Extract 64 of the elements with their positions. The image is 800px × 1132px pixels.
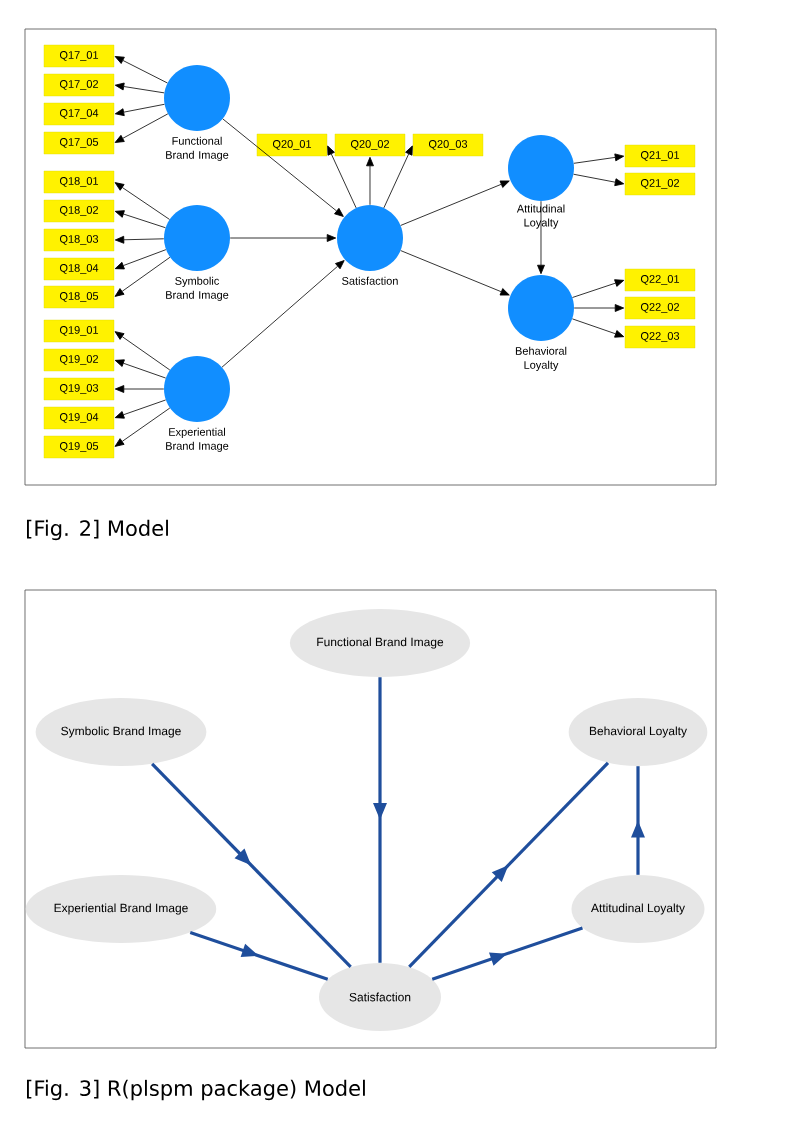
arrow (114, 249, 167, 270)
arrow (114, 82, 165, 94)
arrow (408, 761, 610, 969)
arrow (571, 318, 625, 338)
arrow (373, 677, 387, 963)
node-label: Attitudinal Loyalty (516, 204, 565, 229)
arrow (631, 766, 645, 875)
arrow (114, 235, 165, 244)
indicator-box: Q22_02 (624, 296, 696, 320)
indicator-box: Q19_01 (43, 319, 115, 343)
node-label: Behavioral Loyalty (515, 346, 567, 371)
arrow (573, 304, 625, 312)
indicator-box: Q17_02 (43, 73, 115, 97)
arrow (114, 359, 167, 379)
indicator-box: Q17_04 (43, 102, 115, 126)
arrow (400, 250, 510, 296)
arrow (151, 762, 352, 969)
arrow (114, 103, 165, 117)
indicator-box: Q18_04 (43, 257, 115, 281)
arrow (222, 118, 344, 217)
node-label: Experiential Brand Image (166, 427, 229, 452)
node-label: Satisfaction (342, 276, 398, 285)
arrow (114, 256, 171, 297)
indicator-box: Q18_03 (43, 228, 115, 252)
arrow (573, 153, 625, 164)
node-label: Functional Brand Image (166, 136, 229, 161)
arrow (366, 156, 374, 206)
figure-caption: [Fig. 3] R(plspm package) Model (27, 1079, 365, 1101)
figure-caption: [Fig. 2] Model (27, 519, 168, 541)
arrow (114, 56, 168, 84)
indicator-box: Q18_02 (43, 199, 115, 223)
arrow (114, 113, 169, 143)
indicator-box: Q20_02 (334, 133, 406, 157)
arrow (572, 279, 625, 298)
arrow (189, 931, 329, 981)
arrow (114, 407, 171, 447)
indicator-box: Q19_02 (43, 348, 115, 372)
arrow (400, 180, 510, 226)
indicator-box: Q18_01 (43, 170, 115, 194)
indicator-box: Q22_03 (624, 325, 696, 349)
arrow (383, 145, 413, 209)
arrow (229, 234, 337, 242)
indicator-box: Q17_01 (43, 44, 115, 68)
arrow (114, 385, 165, 393)
arrow (327, 145, 357, 209)
arrow (114, 331, 171, 371)
arrow (221, 260, 345, 368)
indicator-box: Q20_03 (412, 133, 484, 157)
indicator-box: Q21_01 (624, 144, 696, 168)
arrow (114, 210, 166, 229)
arrow (114, 399, 167, 419)
arrow (114, 182, 170, 220)
indicator-box: Q17_05 (43, 131, 115, 155)
arrow (431, 926, 583, 981)
indicator-box: Q20_01 (256, 133, 328, 157)
indicator-box: Q22_01 (624, 268, 696, 292)
indicator-box: Q21_02 (624, 172, 696, 196)
indicator-box: Q19_03 (43, 377, 115, 401)
node-label: Symbolic Brand Image (166, 276, 229, 301)
indicator-box: Q19_04 (43, 406, 115, 430)
arrow (573, 173, 625, 187)
arrow (537, 200, 545, 275)
indicator-box: Q18_05 (43, 285, 115, 309)
indicator-box: Q19_05 (43, 435, 115, 459)
